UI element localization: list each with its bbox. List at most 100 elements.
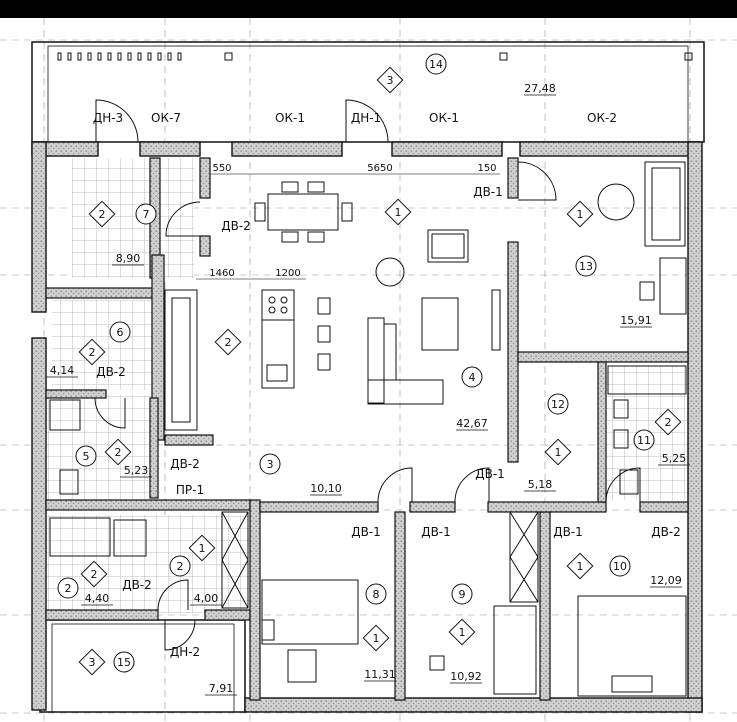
door-label: ДВ-1 (351, 525, 381, 539)
room-number-circle (75, 445, 97, 467)
room-category: 2 (89, 346, 96, 359)
room-area: 7,91 (209, 682, 234, 695)
top-black-bar (0, 0, 737, 18)
room-number-circle (609, 555, 631, 577)
room-category-diamond (448, 618, 476, 646)
door-label: ДВ-1 (475, 467, 505, 481)
room-number-circle (461, 366, 483, 388)
room-category-diamond (654, 408, 682, 436)
room-category-diamond (80, 560, 108, 588)
dimension-value: 1200 (275, 268, 300, 279)
tiled-floors (45, 158, 687, 613)
room-category-diamond (214, 328, 242, 356)
door-label: ОК-2 (587, 111, 617, 125)
room-area: 42,67 (456, 417, 488, 430)
room-category-diamond (78, 338, 106, 366)
dining-table (267, 193, 339, 231)
door-label: ОК-1 (429, 111, 459, 125)
interior-walls (45, 157, 689, 701)
door-swings (94, 99, 641, 651)
room-category: 2 (99, 208, 106, 221)
room-category-diamond (376, 66, 404, 94)
room-category: 1 (395, 206, 402, 219)
room-number: 2 (177, 560, 184, 573)
door-label: ДН-1 (351, 111, 381, 125)
door-label: ДВ-2 (96, 365, 126, 379)
room-number: 7 (143, 208, 150, 221)
door-label: ДВ-2 (170, 457, 200, 471)
room-area: 5,23 (124, 464, 149, 477)
room-number-circle (547, 393, 569, 415)
room-number: 3 (267, 458, 274, 471)
dimension-value: 150 (477, 163, 496, 174)
room-category: 2 (91, 568, 98, 581)
room-category-diamond (88, 200, 116, 228)
room-category: 1 (577, 208, 584, 221)
room-category: 1 (459, 626, 466, 639)
room-area: 5,25 (662, 452, 687, 465)
room-category: 3 (89, 656, 96, 669)
door-label: ДН-3 (93, 111, 123, 125)
room-category-diamond (566, 200, 594, 228)
room-number: 12 (551, 398, 565, 411)
room-number: 15 (117, 656, 131, 669)
room-number: 5 (83, 450, 90, 463)
door-label: ДВ-2 (122, 578, 152, 592)
room-number: 10 (613, 560, 627, 573)
room-area: 12,09 (650, 574, 682, 587)
room-number-circle (575, 255, 597, 277)
room-number-circle (57, 577, 79, 599)
room-number-circle (169, 555, 191, 577)
room-category: 1 (577, 560, 584, 573)
furniture (49, 161, 687, 697)
exterior-walls (31, 141, 703, 713)
room-number-circle (109, 321, 131, 343)
room-number: 2 (65, 582, 72, 595)
room-category: 1 (373, 632, 380, 645)
room-area: 8,90 (116, 252, 141, 265)
room-area: 4,14 (50, 364, 75, 377)
room-area: 11,31 (364, 668, 396, 681)
room-number: 8 (373, 588, 380, 601)
door-label: ДВ-2 (221, 219, 251, 233)
door-label: ДВ-1 (553, 525, 583, 539)
room-number: 11 (637, 434, 651, 447)
loggia-window-ticks (57, 52, 693, 61)
room-category: 2 (115, 446, 122, 459)
door-label: ДН-2 (170, 645, 200, 659)
room-category: 1 (199, 542, 206, 555)
door-label: ДВ-1 (473, 185, 503, 199)
room-category-diamond (104, 438, 132, 466)
room-category: 3 (387, 74, 394, 87)
room-number: 4 (469, 371, 476, 384)
room-number: 9 (459, 588, 466, 601)
room-category-diamond (566, 552, 594, 580)
room-area: 4,00 (194, 592, 219, 605)
room-number: 6 (117, 326, 124, 339)
dimension-value: 5650 (367, 163, 392, 174)
room-number-circle (425, 53, 447, 75)
room-area: 4,40 (85, 592, 110, 605)
room-area: 27,48 (524, 82, 556, 95)
door-label: ОК-1 (275, 111, 305, 125)
room-number: 14 (429, 58, 443, 71)
door-label: ОК-7 (151, 111, 181, 125)
room-area: 10,92 (450, 670, 482, 683)
room-number-circle (365, 583, 387, 605)
room-number-circle (135, 203, 157, 225)
room-category-diamond (544, 438, 572, 466)
room-number-circle (259, 453, 281, 475)
room-area: 10,10 (310, 482, 342, 495)
room-number-circle (633, 429, 655, 451)
room-number-circle (451, 583, 473, 605)
door-label: ПР-1 (176, 483, 204, 497)
dimension-value: 550 (212, 163, 231, 174)
room-category: 2 (665, 416, 672, 429)
door-label: ДВ-1 (421, 525, 451, 539)
room-area: 15,91 (620, 314, 652, 327)
door-label: ДВ-2 (651, 525, 681, 539)
room-category-diamond (78, 648, 106, 676)
room-number: 13 (579, 260, 593, 273)
